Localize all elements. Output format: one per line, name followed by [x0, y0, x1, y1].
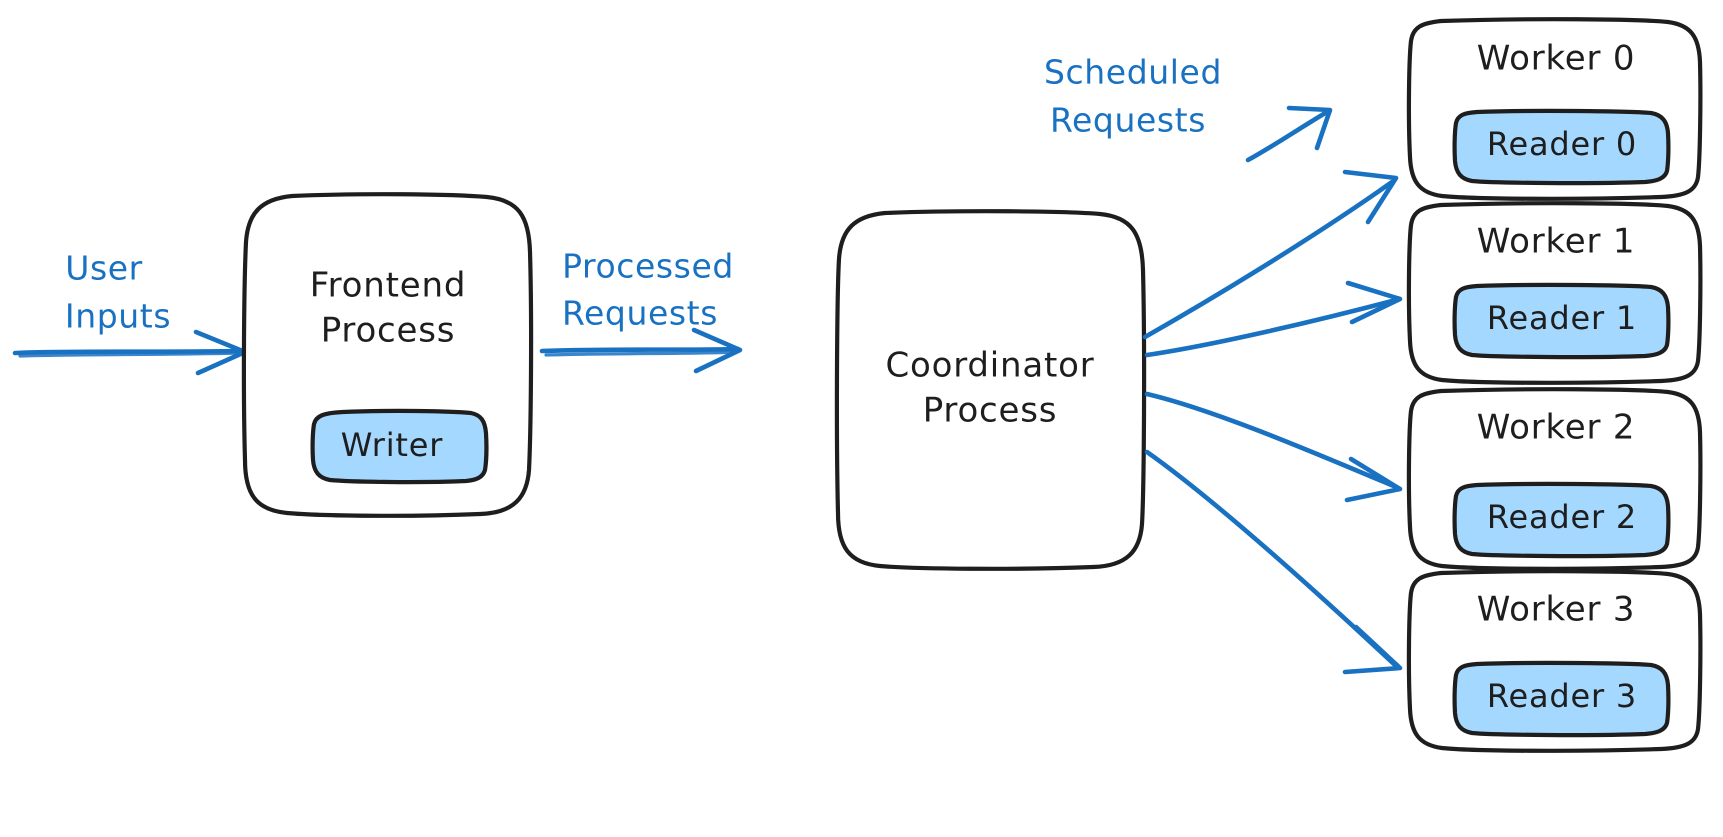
scheduled-line-0: [1142, 179, 1395, 340]
reader-3-label: Reader 3: [1487, 677, 1637, 715]
edge-scheduled-requests-worker-0: [1142, 169, 1399, 340]
scheduled-arrowhead-1: [1345, 280, 1403, 325]
frontend-process-label-line1: Frontend: [310, 266, 466, 306]
node-frontend-process[interactable]: Frontend Process Writer: [241, 192, 534, 518]
node-worker-2[interactable]: Worker 2 Reader 2: [1406, 387, 1703, 571]
scheduled-arrowhead-3: [1342, 624, 1403, 675]
worker-3-label: Worker 3: [1477, 590, 1636, 630]
scheduled-line-3: [1144, 449, 1399, 669]
worker-0-label: Worker 0: [1477, 39, 1636, 79]
processed-requests-label-line2: Requests: [562, 294, 718, 333]
node-worker-0[interactable]: Worker 0 Reader 0: [1406, 17, 1703, 201]
reader-0-box[interactable]: [1452, 108, 1671, 186]
reader-2-box[interactable]: [1452, 481, 1671, 559]
edge-user-inputs: [12, 329, 248, 376]
user-inputs-line-sketch: [18, 351, 243, 358]
writer-box[interactable]: [310, 408, 489, 485]
user-inputs-label-line1: User: [65, 249, 143, 288]
processed-requests-line-sketch: [544, 350, 738, 357]
reader-3-box[interactable]: [1452, 660, 1671, 738]
node-coordinator-process[interactable]: Coordinator Process: [834, 209, 1147, 571]
node-reader-2[interactable]: Reader 2: [1452, 481, 1671, 559]
processed-requests-label-line1: Processed: [562, 247, 734, 286]
reader-2-label: Reader 2: [1487, 498, 1637, 536]
worker-2-label: Worker 2: [1477, 408, 1636, 448]
scheduled-pointer-arrowhead: [1286, 105, 1333, 151]
scheduled-requests-label-line1: Scheduled: [1044, 53, 1222, 92]
scheduled-arrowhead-0: [1342, 169, 1399, 225]
reader-1-label: Reader 1: [1487, 299, 1637, 337]
node-reader-0[interactable]: Reader 0: [1452, 108, 1671, 186]
node-worker-1[interactable]: Worker 1 Reader 1: [1406, 201, 1703, 385]
scheduled-line-1: [1144, 297, 1399, 358]
edge-scheduled-requests-worker-1: [1144, 280, 1403, 358]
scheduled-requests-pointer: [1245, 105, 1333, 163]
processed-requests-arrowhead: [691, 327, 743, 374]
scheduled-line-2: [1144, 391, 1399, 490]
reader-1-box[interactable]: [1452, 282, 1671, 360]
user-inputs-line: [12, 348, 246, 356]
edge-processed-requests: [539, 327, 743, 374]
coordinator-process-label-line2: Process: [923, 391, 1058, 431]
worker-1-label: Worker 1: [1477, 222, 1636, 262]
edge-scheduled-requests-worker-3: [1144, 449, 1403, 675]
user-inputs-label-line2: Inputs: [65, 297, 171, 336]
edge-scheduled-requests-worker-2: [1144, 391, 1403, 503]
node-reader-3[interactable]: Reader 3: [1452, 660, 1671, 738]
node-worker-3[interactable]: Worker 3 Reader 3: [1406, 569, 1703, 753]
node-reader-1[interactable]: Reader 1: [1452, 282, 1671, 360]
coordinator-process-label-line1: Coordinator: [885, 346, 1094, 386]
scheduled-arrowhead-2: [1344, 456, 1403, 503]
frontend-process-label-line2: Process: [321, 311, 456, 351]
coordinator-process-box[interactable]: [834, 209, 1147, 571]
node-writer[interactable]: Writer: [310, 408, 489, 485]
writer-label: Writer: [341, 426, 443, 464]
reader-0-label: Reader 0: [1487, 125, 1637, 163]
scheduled-pointer-line: [1245, 109, 1330, 163]
processed-requests-line: [539, 346, 741, 354]
scheduled-requests-label-line2: Requests: [1050, 101, 1206, 140]
